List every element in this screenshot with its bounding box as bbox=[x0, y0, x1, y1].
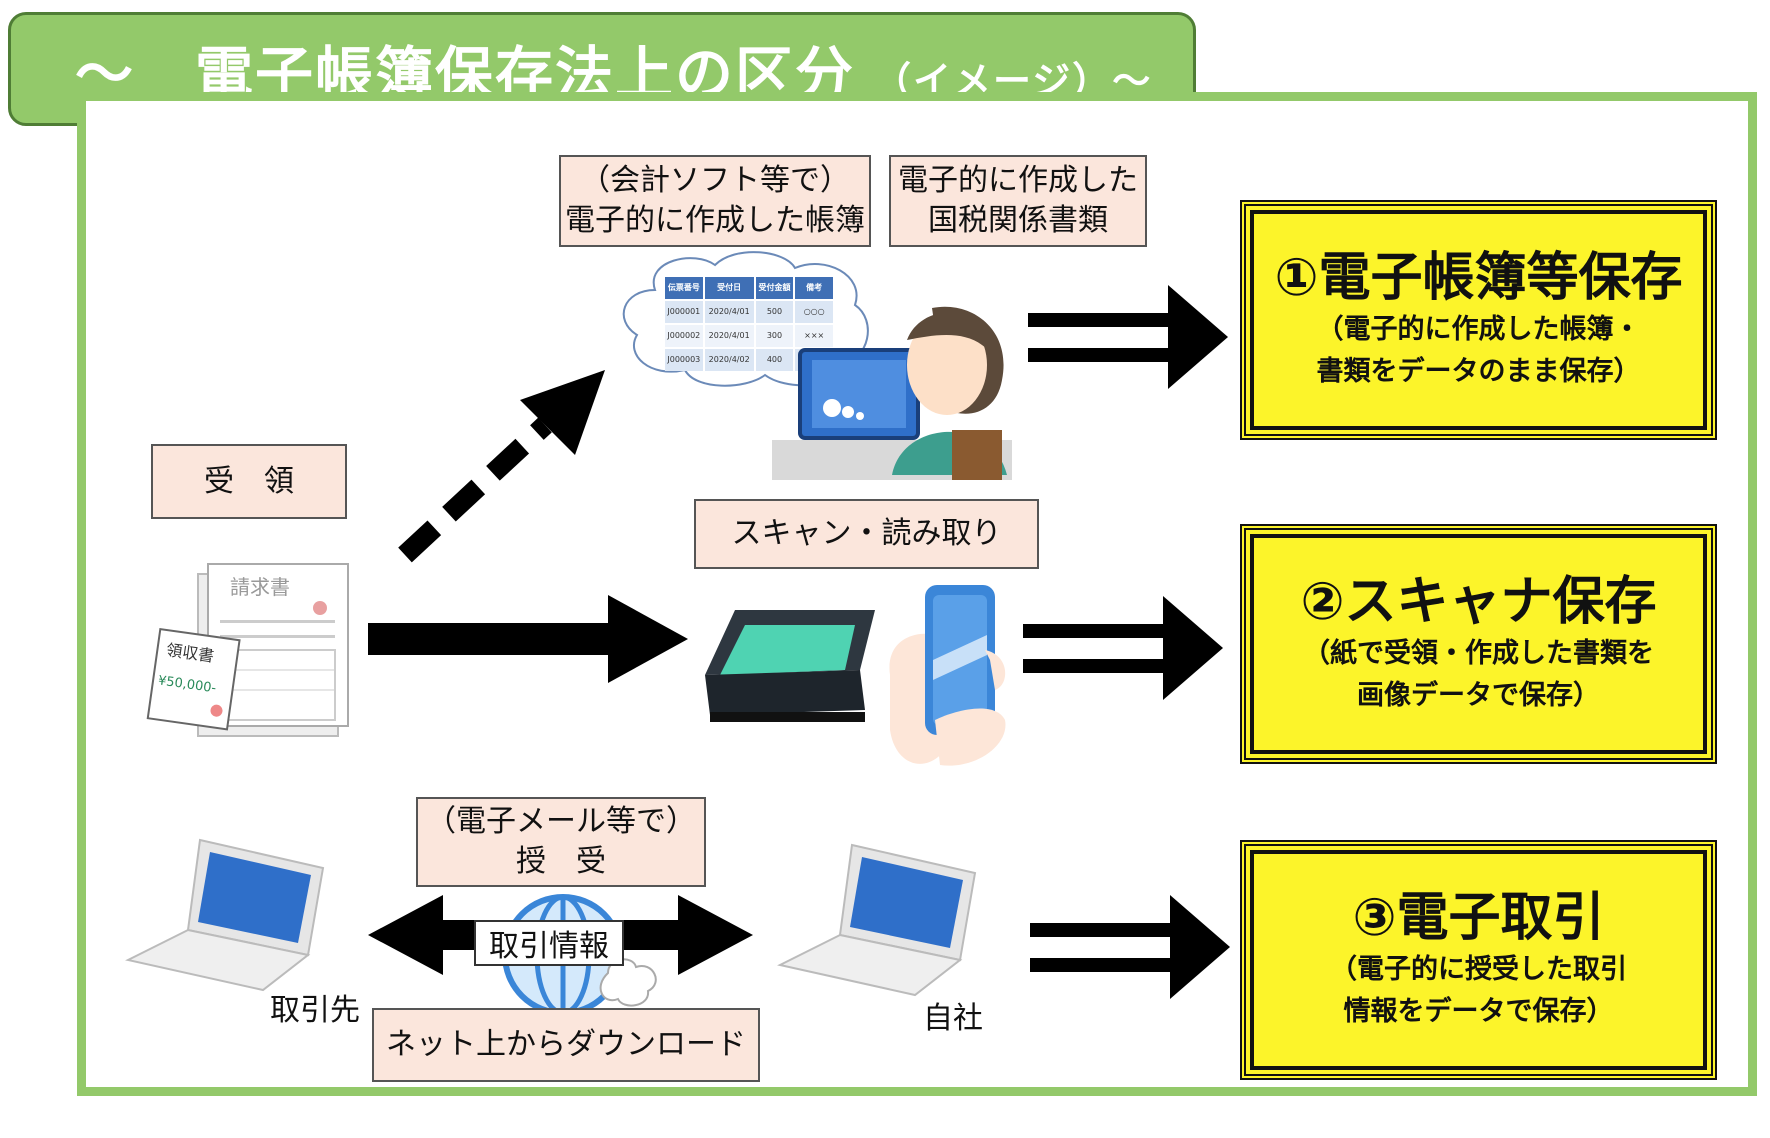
result-title-3: ③電子取引 bbox=[1352, 888, 1605, 948]
result-desc-2: （紙で受領・作成した書類を 画像データで保存） bbox=[1303, 638, 1654, 711]
spreadsheet-cell: 400 bbox=[755, 349, 794, 371]
spreadsheet-cell: 500 bbox=[755, 301, 794, 323]
equals-arrow-icon-1 bbox=[1028, 285, 1228, 389]
spreadsheet-cell: 2020/4/02 bbox=[704, 349, 754, 371]
label-partner: 取引先 bbox=[270, 993, 360, 1028]
scanner-icon bbox=[705, 610, 875, 722]
equals-arrow-icon-3 bbox=[1030, 895, 1230, 999]
label-email: （電子メール等で） 授 受 bbox=[416, 797, 706, 887]
result-desc-1: （電子的に作成した帳簿・ 書類をデータのまま保存） bbox=[1316, 314, 1641, 387]
dashed-arrow-icon bbox=[398, 370, 605, 563]
label-tax-documents: 電子的に作成した 国税関係書類 bbox=[889, 155, 1147, 247]
smartphone-hand-icon bbox=[889, 585, 1006, 766]
spreadsheet-cell: J000002 bbox=[665, 325, 703, 347]
spreadsheet-cell: 300 bbox=[755, 325, 794, 347]
spreadsheet-header-cell: 備考 bbox=[795, 277, 833, 299]
spreadsheet-header-row: 伝票番号受付日受付金額備考 bbox=[665, 277, 835, 299]
invoice-paper-icon: 請求書 領収書 ¥50,000- bbox=[146, 563, 349, 737]
spreadsheet-cell: 2020/4/01 bbox=[704, 325, 754, 347]
spreadsheet-cell: J000001 bbox=[665, 301, 703, 323]
result-title-2: ②スキャナ保存 bbox=[1300, 572, 1657, 632]
invoice-title: 請求書 bbox=[230, 575, 290, 599]
label-scan: スキャン・読み取り bbox=[694, 499, 1039, 569]
spreadsheet-cell: ××× bbox=[795, 325, 833, 347]
label-download: ネット上からダウンロード bbox=[372, 1008, 760, 1082]
spreadsheet-cell: 2020/4/01 bbox=[704, 301, 754, 323]
own-laptop-icon bbox=[777, 843, 977, 997]
person-computer-icon bbox=[772, 306, 1012, 480]
equals-arrow-icon-2 bbox=[1023, 596, 1223, 700]
spreadsheet-cell: J000003 bbox=[665, 349, 703, 371]
partner-laptop-icon bbox=[125, 838, 325, 992]
spreadsheet-cell: ○○○ bbox=[795, 301, 833, 323]
solid-arrow-icon bbox=[368, 595, 688, 683]
result-box-2: ②スキャナ保存 （紙で受領・作成した書類を 画像データで保存） bbox=[1240, 524, 1717, 764]
result-box-1: ①電子帳簿等保存 （電子的に作成した帳簿・ 書類をデータのまま保存） bbox=[1240, 200, 1717, 440]
result-title-1: ①電子帳簿等保存 bbox=[1274, 248, 1683, 308]
spreadsheet-header-cell: 伝票番号 bbox=[665, 277, 703, 299]
spreadsheet-header-cell: 受付金額 bbox=[755, 277, 794, 299]
result-box-3: ③電子取引 （電子的に授受した取引 情報をデータで保存） bbox=[1240, 840, 1717, 1080]
result-desc-3: （電子的に授受した取引 情報をデータで保存） bbox=[1330, 954, 1627, 1027]
label-accounting-software: （会計ソフト等で） 電子的に作成した帳簿 bbox=[559, 155, 871, 247]
label-receive: 受 領 bbox=[151, 444, 347, 519]
label-own-company: 自社 bbox=[923, 1001, 983, 1036]
spreadsheet-header-cell: 受付日 bbox=[704, 277, 754, 299]
label-trade-info: 取引情報 bbox=[474, 920, 624, 966]
